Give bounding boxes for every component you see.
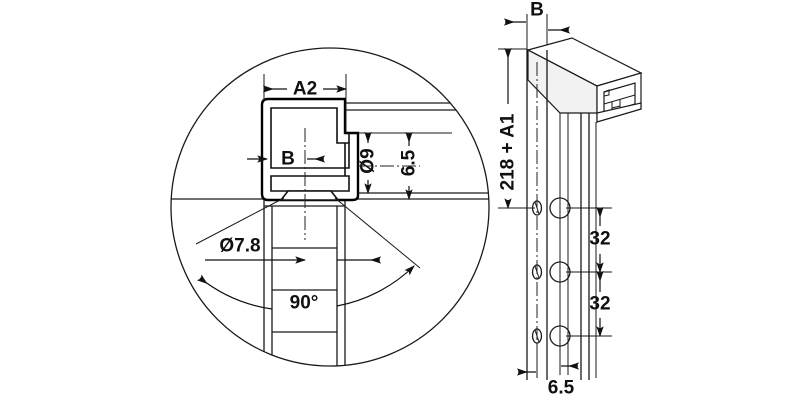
hole-left-ellipse (531, 328, 543, 344)
hole-row-3 (531, 325, 571, 347)
isometric-profile-end (526, 37, 643, 375)
dimension-b-top-label: B (530, 0, 544, 21)
detail-circle-view: A2 B Ø9 (170, 47, 490, 367)
dimension-dia9: Ø9 (358, 131, 400, 195)
dimension-height-label: 218 + A1 (498, 113, 519, 190)
hole-row-2 (531, 261, 571, 283)
dimension-6-5-detail-label: 6.5 (399, 149, 420, 176)
dimension-90-degrees-label: 90° (290, 293, 319, 314)
dimension-height: 218 + A1 (498, 47, 535, 210)
dimension-pitch-upper-label: 32 (589, 229, 610, 250)
dimension-90-degrees: 90° (196, 265, 415, 314)
leader-lines (195, 197, 421, 269)
dimension-b-detail: B (247, 149, 326, 170)
dimension-6-5-bottom: 6.5 (516, 344, 580, 399)
door-panel-top-lines (330, 102, 489, 111)
hole-row-1 (531, 197, 571, 219)
track-profile-cross-section (260, 97, 360, 202)
hole-group (531, 197, 571, 347)
dimension-dia7-8-label: Ø7.8 (219, 236, 260, 257)
dimension-dia9-label: Ø9 (358, 148, 379, 173)
dimension-b-detail-label: B (281, 149, 295, 170)
detail-circle-contents: A2 B Ø9 (171, 74, 489, 366)
detail-view-circle-boundary (170, 47, 490, 367)
dimension-a2: A2 (262, 74, 348, 133)
dimension-pitch-lower: 32 (566, 270, 612, 338)
dimension-dia7-8: Ø7.8 (205, 236, 382, 264)
hole-left-ellipse (531, 264, 543, 280)
dimension-a2-label: A2 (293, 79, 317, 100)
dimension-6-5-bottom-label: 6.5 (548, 378, 575, 399)
dimension-pitch-lower-label: 32 (589, 294, 610, 315)
dimension-6-5-detail: 6.5 (358, 131, 462, 201)
elevation-view: B (498, 0, 643, 399)
dimension-pitch-upper: 32 (566, 206, 612, 274)
